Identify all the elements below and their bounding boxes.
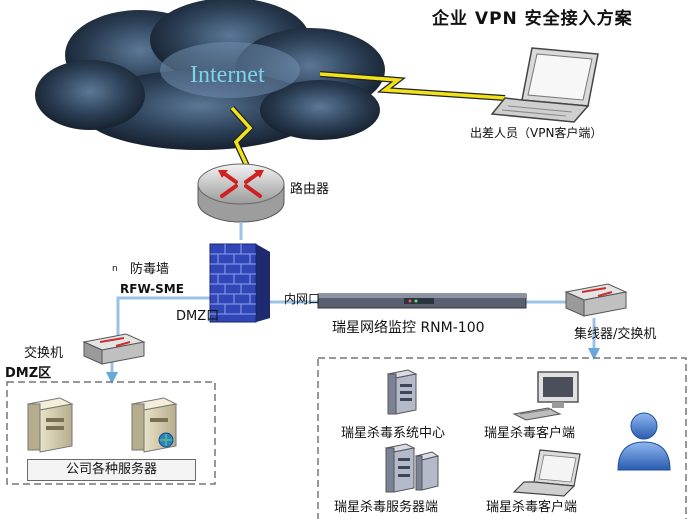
av-client-2-label: 瑞星杀毒客户端: [486, 500, 578, 515]
monitor-label: 瑞星网络监控 RNM-100: [332, 320, 485, 336]
dmz-zone-label: DMZ区: [5, 366, 52, 381]
internet-label: Internet: [190, 62, 265, 88]
rnm-monitor-device-icon: [317, 293, 527, 309]
internet-cloud: [35, 0, 385, 150]
desktop-computer-icon: [512, 371, 579, 421]
lan-port-label: 内网口: [284, 292, 321, 306]
diagram-title: 企业 VPN 安全接入方案: [432, 9, 633, 29]
firewall-label: 防毒墙: [130, 262, 170, 277]
av-center-label: 瑞星杀毒系统中心: [341, 426, 446, 441]
av-server-label: 瑞星杀毒服务器端: [334, 500, 439, 515]
firewall-icon: [209, 243, 270, 323]
server-icon: [26, 397, 74, 453]
hub-label: 集线器/交换机: [574, 327, 657, 342]
router-icon: [197, 163, 285, 223]
hub-switch-icon: [564, 283, 628, 317]
small-mark-label: n: [112, 264, 118, 274]
internal-network-box: [317, 357, 687, 519]
av-server-icon: [384, 443, 440, 493]
arrow-down-icon: [106, 372, 118, 384]
av-client-1-label: 瑞星杀毒客户端: [484, 426, 576, 441]
arrow-down-icon: [588, 348, 600, 360]
dmz-port-label: DMZ口: [176, 309, 220, 324]
laptop-icon: [512, 449, 581, 497]
traveler-label: 出差人员（VPN客户端）: [470, 126, 603, 140]
server-icon: [130, 397, 178, 453]
router-label: 路由器: [290, 182, 330, 197]
servers-caption: 公司各种服务器: [27, 459, 196, 481]
dmz-switch-icon: [82, 333, 146, 365]
user-icon: [617, 412, 671, 471]
laptop-icon: [490, 47, 599, 123]
firewall-model-label: RFW-SME: [120, 282, 184, 296]
av-center-server-icon: [386, 369, 418, 415]
switch-label: 交换机: [24, 346, 64, 361]
dmz-zone-box: [6, 381, 216, 485]
